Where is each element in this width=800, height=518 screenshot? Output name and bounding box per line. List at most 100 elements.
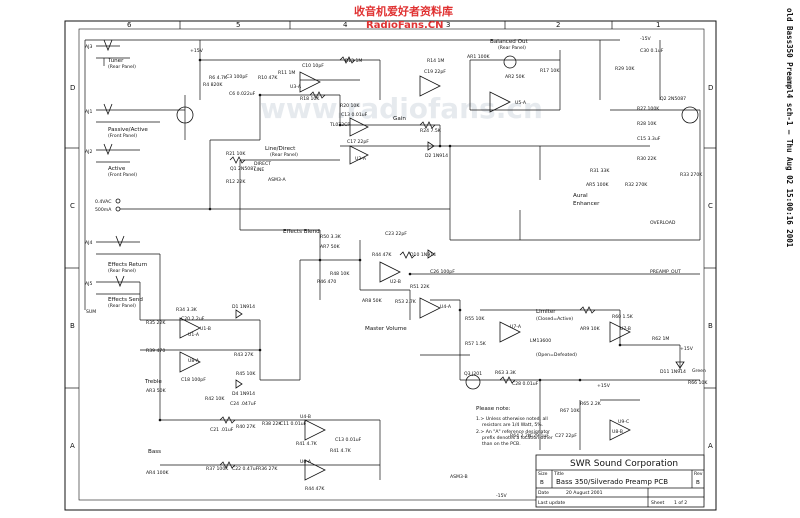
last-update-label: Last update bbox=[538, 500, 565, 506]
svg-text:R28 10K: R28 10K bbox=[637, 121, 657, 127]
title-text: Bass 350/Silverado Preamp PCB bbox=[556, 478, 668, 486]
svg-text:R17 10K: R17 10K bbox=[540, 68, 560, 74]
svg-text:Q3 J201: Q3 J201 bbox=[464, 371, 482, 377]
side-caption: old Bass350 Preampl4 sch-1 — Thu Aug 02 … bbox=[785, 8, 794, 248]
resistor-symbols bbox=[219, 56, 596, 469]
label-green: Green bbox=[692, 368, 706, 374]
svg-text:R44 47K: R44 47K bbox=[372, 252, 392, 258]
svg-text:R63 3.3K: R63 3.3K bbox=[495, 370, 517, 376]
row-label-b-left: B bbox=[70, 322, 75, 330]
svg-text:C15 3.3uF: C15 3.3uF bbox=[637, 136, 661, 142]
notes-line2: resistors are 1/4 Watt, 5%. bbox=[482, 422, 543, 428]
label-balanced-out: Balanced Out bbox=[490, 39, 529, 45]
svg-text:AJ4: AJ4 bbox=[85, 240, 92, 246]
notes-line5: than on the PCB. bbox=[482, 441, 521, 447]
svg-text:C11 0.01uF: C11 0.01uF bbox=[280, 421, 307, 427]
svg-text:R12 22K: R12 22K bbox=[226, 179, 246, 185]
row-label-d-left: D bbox=[70, 84, 75, 92]
svg-text:R39 470: R39 470 bbox=[146, 348, 165, 354]
row-label-d-right: D bbox=[708, 84, 713, 92]
net-preamp-out: PREAMP_OUT bbox=[650, 269, 681, 275]
svg-text:C26 100pF: C26 100pF bbox=[430, 269, 455, 275]
svg-text:R31 33K: R31 33K bbox=[590, 168, 610, 174]
title-block bbox=[535, 454, 705, 508]
transistor-symbols bbox=[176, 55, 699, 390]
label-aural: Aural bbox=[573, 193, 588, 199]
svg-text:TL072CP: TL072CP bbox=[329, 122, 350, 128]
svg-text:R27 100K: R27 100K bbox=[637, 106, 660, 112]
svg-text:ASM3-A: ASM3-A bbox=[268, 177, 287, 183]
svg-text:AR3 50K: AR3 50K bbox=[146, 388, 167, 394]
col-label-4: 4 bbox=[343, 21, 348, 29]
svg-text:AJ3: AJ3 bbox=[85, 44, 92, 50]
svg-text:AR8 50K: AR8 50K bbox=[362, 298, 383, 304]
svg-text:AR1 100K: AR1 100K bbox=[467, 54, 490, 60]
svg-text:R57 1.5K: R57 1.5K bbox=[465, 341, 487, 347]
wiring bbox=[84, 39, 701, 480]
svg-text:LM13600: LM13600 bbox=[530, 338, 551, 344]
svg-text:C22 0.47uF: C22 0.47uF bbox=[232, 466, 259, 472]
svg-text:R53 2.7K: R53 2.7K bbox=[395, 299, 417, 305]
svg-text:R50 3.3K: R50 3.3K bbox=[320, 234, 342, 240]
svg-text:C17 22pF: C17 22pF bbox=[347, 139, 369, 145]
svg-text:R51 22K: R51 22K bbox=[410, 284, 430, 290]
svg-text:U8-A: U8-A bbox=[188, 358, 200, 364]
svg-text:R40 27K: R40 27K bbox=[236, 424, 256, 430]
svg-text:U2-B: U2-B bbox=[390, 279, 401, 285]
svg-text:R20 10K: R20 10K bbox=[340, 103, 360, 109]
svg-text:AR5 100K: AR5 100K bbox=[586, 182, 609, 188]
row-label-a-left: A bbox=[70, 442, 75, 450]
svg-text:U2-A: U2-A bbox=[355, 156, 367, 162]
svg-text:R42 10K: R42 10K bbox=[205, 396, 225, 402]
label-limiter: Limiter bbox=[536, 309, 556, 315]
col-label-3: 3 bbox=[446, 21, 450, 29]
svg-text:C18 100pF: C18 100pF bbox=[181, 377, 206, 383]
svg-text:AR9 10K: AR9 10K bbox=[580, 326, 601, 332]
svg-text:R32 270K: R32 270K bbox=[625, 182, 648, 188]
rev-value: B bbox=[696, 480, 700, 486]
svg-text:R67 10K: R67 10K bbox=[560, 408, 580, 414]
svg-text:R30 22K: R30 22K bbox=[637, 156, 657, 162]
label-treble: Treble bbox=[144, 379, 162, 385]
supply-v4: +15V bbox=[597, 383, 611, 389]
notes-line4: prefix denotes a location other bbox=[482, 435, 553, 441]
label-passive-active-sub: (Front Panel) bbox=[108, 133, 137, 139]
svg-text:C27 22pF: C27 22pF bbox=[555, 433, 577, 439]
svg-text:C23 22pF: C23 22pF bbox=[385, 231, 407, 237]
svg-text:U3-A: U3-A bbox=[290, 84, 302, 90]
jack-active: AJ2 bbox=[85, 143, 140, 163]
svg-text:C3 100pF: C3 100pF bbox=[226, 74, 248, 80]
label-tuner: Tuner bbox=[107, 58, 124, 64]
title-label: Title bbox=[553, 471, 564, 477]
label-direct: DIRECT bbox=[254, 161, 271, 167]
svg-text:R4 820K: R4 820K bbox=[203, 82, 223, 88]
label-effects-return: Effects Return bbox=[108, 262, 148, 268]
supply-ref1: 0.4VAC bbox=[95, 199, 111, 205]
svg-text:U5-A: U5-A bbox=[515, 100, 527, 106]
label-tuner-sub: (Rear Panel) bbox=[108, 64, 136, 70]
svg-text:R10 47K: R10 47K bbox=[258, 75, 278, 81]
row-label-c-right: C bbox=[708, 202, 713, 210]
jack-effects-return: AJ4 bbox=[85, 235, 160, 255]
svg-text:R48 10K: R48 10K bbox=[330, 271, 350, 277]
svg-text:U9-C: U9-C bbox=[618, 419, 629, 425]
label-effects-send: Effects Send bbox=[108, 297, 143, 303]
inner-border bbox=[78, 28, 705, 501]
asm-tag: ASM3-B bbox=[450, 474, 468, 480]
svg-text:R29 10K: R29 10K bbox=[615, 66, 635, 72]
junction-dots bbox=[158, 58, 622, 422]
row-label-b-right: B bbox=[708, 322, 713, 330]
svg-text:R43 27K: R43 27K bbox=[234, 352, 254, 358]
label-line-direct-sub: (Rear Panel) bbox=[270, 152, 298, 158]
label-limiter-sub2: (Open=Defeated) bbox=[536, 352, 577, 358]
row-label-c-left: C bbox=[70, 202, 75, 210]
supply-v6: +15V bbox=[680, 346, 694, 352]
svg-text:U7-B: U7-B bbox=[620, 326, 631, 332]
svg-text:Q1 2N5087: Q1 2N5087 bbox=[230, 166, 256, 172]
svg-text:R60 1.5K: R60 1.5K bbox=[612, 314, 634, 320]
col-label-2: 2 bbox=[556, 21, 560, 29]
svg-text:D2 1N914: D2 1N914 bbox=[425, 153, 448, 159]
watermark-ghost: www.radiofans.cn bbox=[260, 92, 543, 125]
svg-text:AJ5: AJ5 bbox=[85, 281, 92, 287]
